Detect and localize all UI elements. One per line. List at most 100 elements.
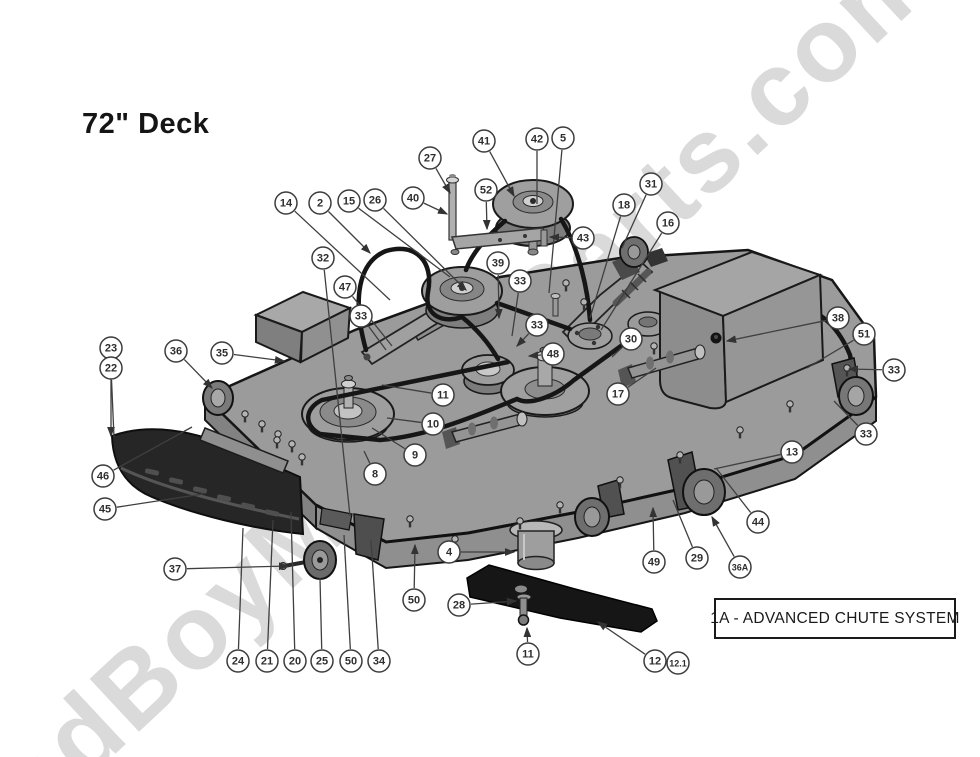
- spline-shafts: [442, 344, 706, 449]
- callout-52-4: 52: [474, 178, 498, 231]
- callout-9-50: 9: [371, 427, 427, 467]
- callout-33-18: 33: [508, 269, 532, 337]
- callout-40-5: 40: [401, 186, 449, 215]
- callout-51-24: 51: [806, 322, 876, 369]
- caster-wheel-assembly: [279, 507, 385, 580]
- svg-text:32: 32: [317, 253, 329, 265]
- callout-5-3: 5: [548, 126, 575, 294]
- svg-text:11: 11: [522, 649, 534, 661]
- belt-cover-small: [253, 290, 353, 364]
- svg-text:33: 33: [531, 320, 543, 332]
- callout-33-19: 33: [516, 313, 549, 347]
- svg-text:44: 44: [752, 517, 765, 529]
- svg-text:17: 17: [612, 389, 624, 401]
- callout-17-22: 17: [606, 367, 657, 406]
- callout-11-52: 11: [516, 626, 540, 666]
- svg-text:39: 39: [492, 258, 504, 270]
- svg-text:48: 48: [547, 349, 559, 361]
- svg-text:13: 13: [786, 447, 798, 459]
- chute-system-label: 1A - ADVANCED CHUTE SYSTEM: [710, 598, 959, 639]
- svg-text:16: 16: [662, 218, 674, 230]
- svg-text:46: 46: [97, 471, 109, 483]
- callout-43-6: 43: [548, 226, 595, 250]
- callout-12-1-54: 12.1: [666, 651, 690, 675]
- callout-2-8: 2: [308, 191, 371, 254]
- svg-text:33: 33: [860, 429, 872, 441]
- svg-text:30: 30: [625, 334, 637, 346]
- callout-23-32: 23: [99, 336, 123, 438]
- callout-33-16: 33: [349, 304, 387, 351]
- svg-text:27: 27: [424, 153, 436, 165]
- page-title: 72" Deck: [82, 108, 210, 140]
- svg-text:49: 49: [648, 557, 660, 569]
- svg-text:29: 29: [691, 553, 703, 565]
- callout-50-45: 50: [402, 543, 426, 612]
- callout-41-1: 41: [472, 129, 515, 198]
- svg-text:41: 41: [478, 136, 490, 148]
- callout-15-9: 15: [337, 189, 451, 278]
- callout-45-37: 45: [93, 493, 204, 521]
- callout-47-15: 47: [333, 275, 393, 347]
- callout-48-20: 48: [527, 342, 565, 366]
- svg-text:23: 23: [105, 343, 117, 355]
- callout-50-43: 50: [339, 534, 363, 673]
- svg-text:12: 12: [649, 656, 661, 668]
- svg-text:10: 10: [427, 419, 439, 431]
- svg-text:47: 47: [339, 282, 351, 294]
- callout-38-23: 38: [725, 306, 850, 343]
- svg-text:45: 45: [99, 504, 111, 516]
- callout-46-36: 46: [91, 426, 193, 488]
- svg-text:15: 15: [343, 196, 355, 208]
- callout-31-12: 31: [621, 172, 663, 249]
- svg-text:21: 21: [261, 656, 273, 668]
- svg-text:33: 33: [888, 365, 900, 377]
- callout-30-21: 30: [611, 327, 643, 358]
- svg-text:31: 31: [645, 179, 657, 191]
- callout-29-30: 29: [672, 499, 709, 570]
- svg-text:36A: 36A: [732, 563, 749, 573]
- idler-rod-assembly: [446, 174, 549, 255]
- callout-20-41: 20: [283, 511, 307, 673]
- callout-26-10: 26: [363, 188, 467, 291]
- svg-text:33: 33: [514, 276, 526, 288]
- callout-35-35: 35: [210, 341, 286, 365]
- callout-21-40: 21: [255, 519, 279, 673]
- callout-25-42: 25: [310, 577, 334, 673]
- callout-42-2: 42: [525, 127, 549, 204]
- svg-text:35: 35: [216, 348, 228, 360]
- callout-10-49: 10: [386, 412, 445, 436]
- svg-text:4: 4: [446, 547, 453, 559]
- svg-text:52: 52: [480, 185, 492, 197]
- callout-24-39: 24: [226, 527, 250, 673]
- svg-text:28: 28: [453, 600, 465, 612]
- svg-text:14: 14: [280, 198, 293, 210]
- svg-text:8: 8: [372, 469, 378, 481]
- svg-text:5: 5: [560, 133, 566, 145]
- svg-text:11: 11: [437, 390, 449, 402]
- callout-18-11: 18: [589, 193, 636, 319]
- callout-39-17: 39: [486, 251, 510, 320]
- svg-text:40: 40: [407, 193, 419, 205]
- svg-text:43: 43: [577, 233, 589, 245]
- svg-text:33: 33: [355, 311, 367, 323]
- callout-16-13: 16: [600, 211, 680, 331]
- callout-11-48: 11: [381, 383, 455, 407]
- svg-text:36: 36: [170, 346, 182, 358]
- svg-text:50: 50: [345, 656, 357, 668]
- svg-text:26: 26: [369, 195, 381, 207]
- svg-text:24: 24: [232, 656, 245, 668]
- callout-32-14: 32: [311, 246, 351, 517]
- spindle-housing: [509, 520, 563, 571]
- callout-22-33: 22: [99, 356, 123, 438]
- callout-27-0: 27: [418, 146, 451, 195]
- svg-text:25: 25: [316, 656, 328, 668]
- svg-text:42: 42: [531, 134, 543, 146]
- chute-system-label-text: 1A - ADVANCED CHUTE SYSTEM: [710, 609, 960, 627]
- callout-33-26: 33: [833, 400, 878, 446]
- callout-44-28: 44: [715, 467, 770, 534]
- svg-text:12.1: 12.1: [669, 659, 687, 669]
- callout-8-51: 8: [363, 450, 387, 486]
- svg-text:34: 34: [373, 656, 386, 668]
